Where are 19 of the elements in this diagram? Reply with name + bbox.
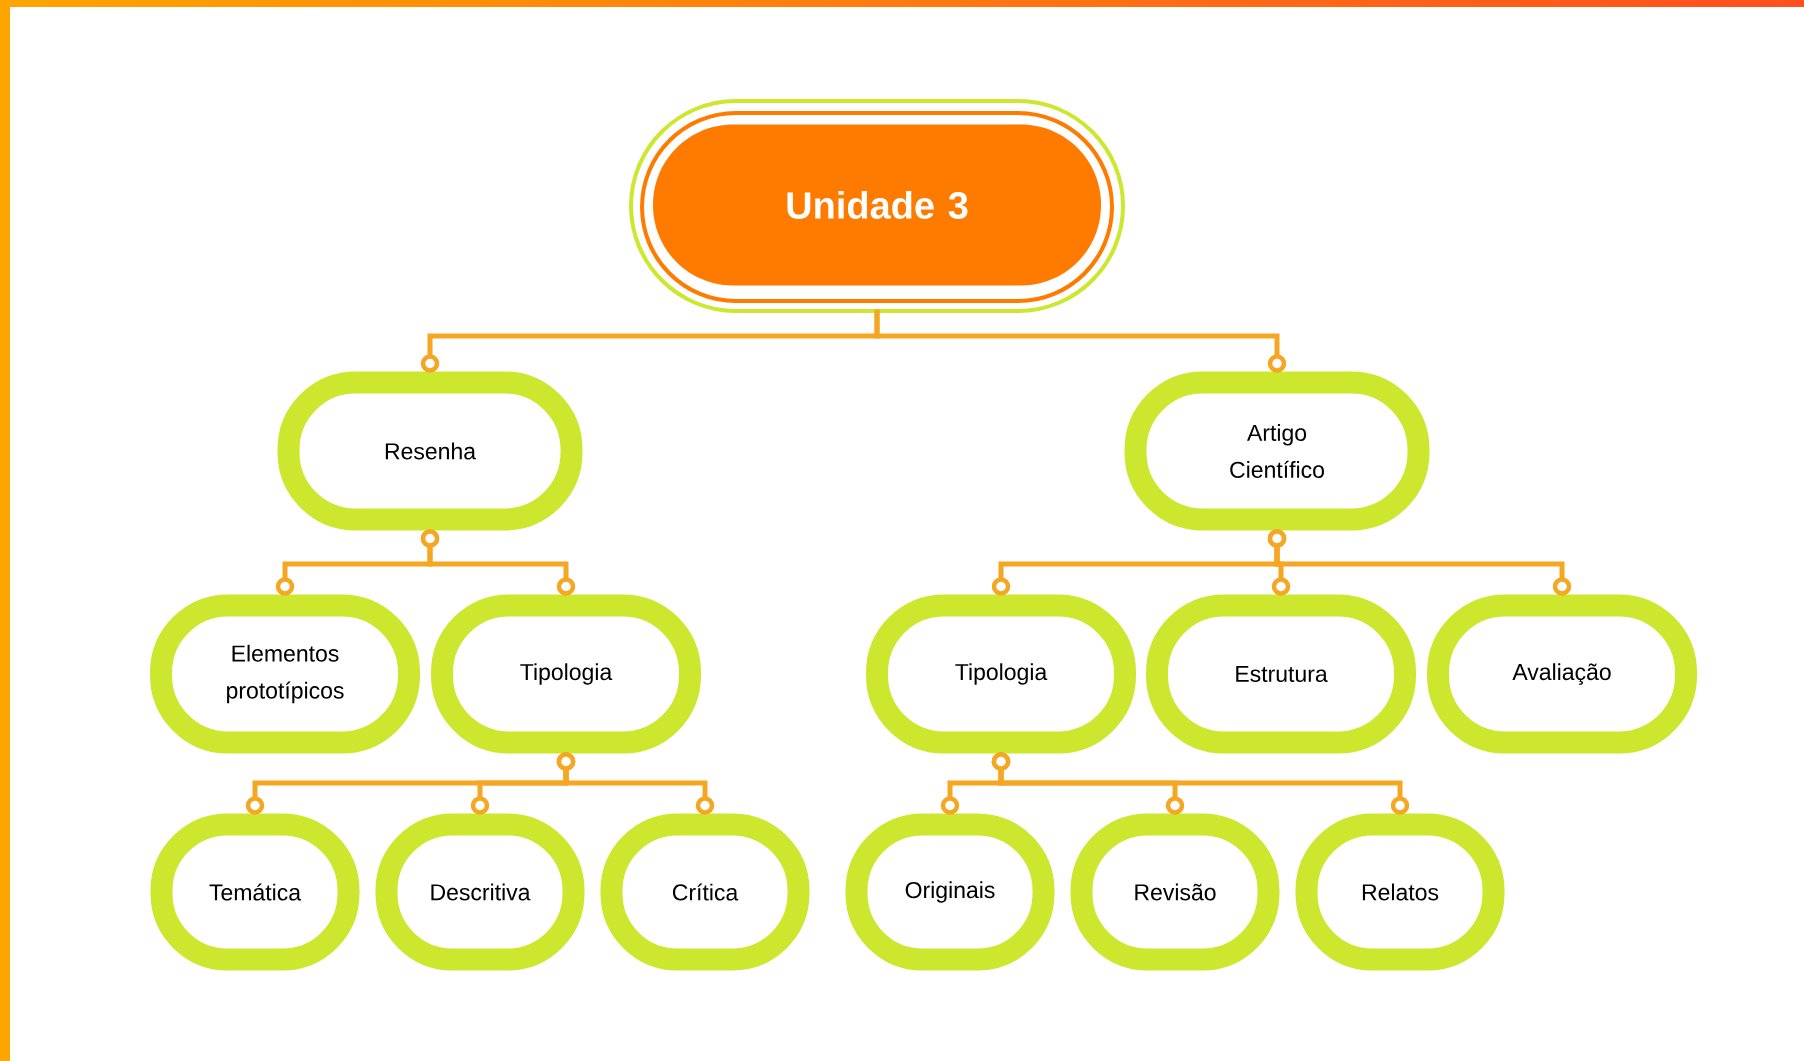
pill-node: Temática bbox=[150, 813, 360, 971]
pill-node: Crítica bbox=[600, 813, 810, 971]
pill-node: Descritiva bbox=[375, 813, 585, 971]
connector-line bbox=[556, 752, 715, 815]
pill-node: Resenha bbox=[277, 371, 583, 531]
connector-line bbox=[874, 309, 1287, 373]
connector-line bbox=[1267, 529, 1572, 596]
pill-node: Tipologia bbox=[866, 594, 1136, 754]
connector-line bbox=[991, 752, 1410, 815]
pill-node: Revisão bbox=[1070, 813, 1280, 971]
pill-node: Originais bbox=[845, 813, 1055, 971]
pill-node: Relatos bbox=[1295, 813, 1505, 971]
connector-line bbox=[420, 529, 576, 596]
pill-node: Estrutura bbox=[1146, 594, 1416, 754]
pill-node: Artigo Científico bbox=[1124, 371, 1430, 531]
pill-node: Tipologia bbox=[431, 594, 701, 754]
pill-node: Avaliação bbox=[1427, 594, 1697, 754]
title-pill: Unidade 3 bbox=[629, 99, 1125, 313]
pill-node: Elementos prototípicos bbox=[150, 594, 420, 754]
